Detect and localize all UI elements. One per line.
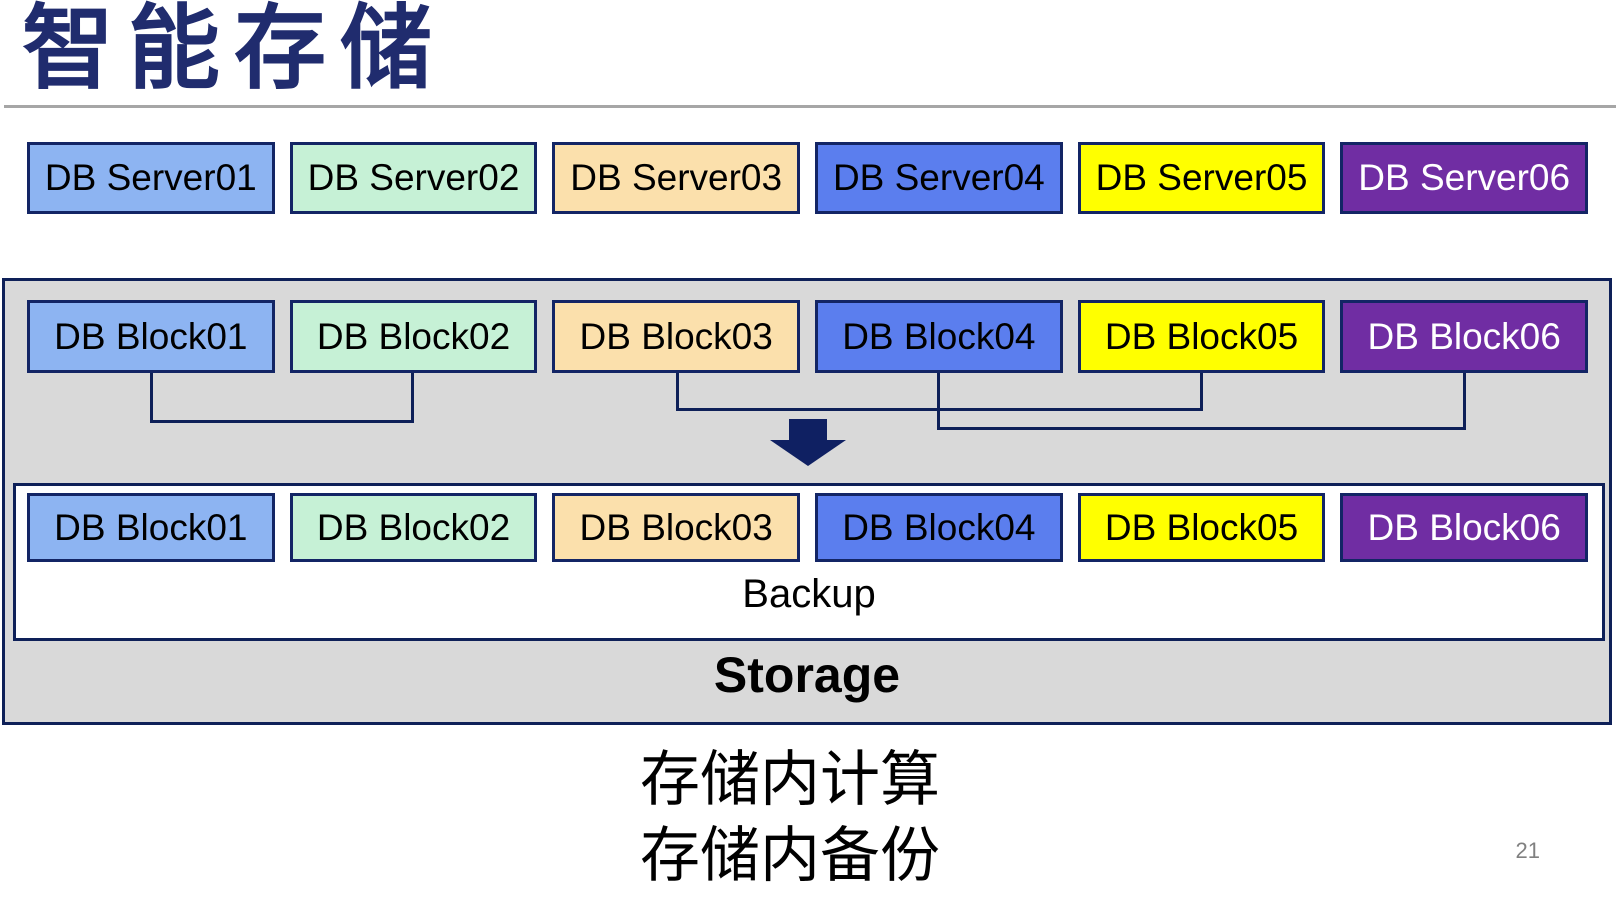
connector-line [411, 370, 414, 423]
connector-line [1463, 370, 1466, 430]
storage-label: Storage [713, 647, 901, 703]
db-backup-block-box-5: DB Block05 [1077, 493, 1326, 562]
db-server-row: DB Server01 DB Server02 DB Server03 DB S… [27, 142, 1589, 214]
connector-line [937, 370, 940, 430]
db-backup-block-box-6: DB Block06 [1340, 493, 1589, 562]
db-server-box-4: DB Server04 [815, 142, 1063, 214]
db-block-box-2: DB Block02 [289, 300, 538, 373]
db-block-box-5: DB Block05 [1077, 300, 1326, 373]
db-backup-block-row: DB Block01 DB Block02 DB Block03 DB Bloc… [27, 493, 1589, 562]
down-arrow-icon [770, 419, 846, 466]
connector-line [150, 370, 153, 423]
caption-text: 存储内计算 存储内备份 [640, 742, 940, 894]
title-underline [4, 105, 1616, 108]
db-server-box-6: DB Server06 [1340, 142, 1589, 214]
db-block-box-3: DB Block03 [552, 300, 801, 373]
connector-line [150, 420, 414, 423]
backup-box [13, 483, 1605, 641]
caption-line-2: 存储内备份 [640, 822, 940, 890]
connector-line [676, 370, 679, 411]
db-backup-block-box-1: DB Block01 [27, 493, 275, 562]
db-server-box-1: DB Server01 [27, 142, 275, 214]
db-backup-block-box-3: DB Block03 [552, 493, 801, 562]
arrow-head [770, 440, 846, 466]
page-number: 21 [1515, 838, 1540, 863]
backup-label: Backup [742, 572, 876, 616]
db-block-box-1: DB Block01 [27, 300, 275, 373]
db-block-box-6: DB Block06 [1340, 300, 1589, 373]
db-block-box-4: DB Block04 [815, 300, 1063, 373]
db-block-row: DB Block01 DB Block02 DB Block03 DB Bloc… [27, 300, 1589, 373]
caption-line-1: 存储内计算 [640, 746, 940, 813]
db-server-box-2: DB Server02 [289, 142, 538, 214]
db-backup-block-box-2: DB Block02 [289, 493, 538, 562]
db-backup-block-box-4: DB Block04 [815, 493, 1063, 562]
db-server-box-5: DB Server05 [1077, 142, 1326, 214]
connector-line [1200, 370, 1203, 411]
page-title: 智能存储 [22, 0, 447, 100]
connector-line [937, 427, 1466, 430]
db-server-box-3: DB Server03 [552, 142, 801, 214]
arrow-stem [789, 419, 827, 440]
